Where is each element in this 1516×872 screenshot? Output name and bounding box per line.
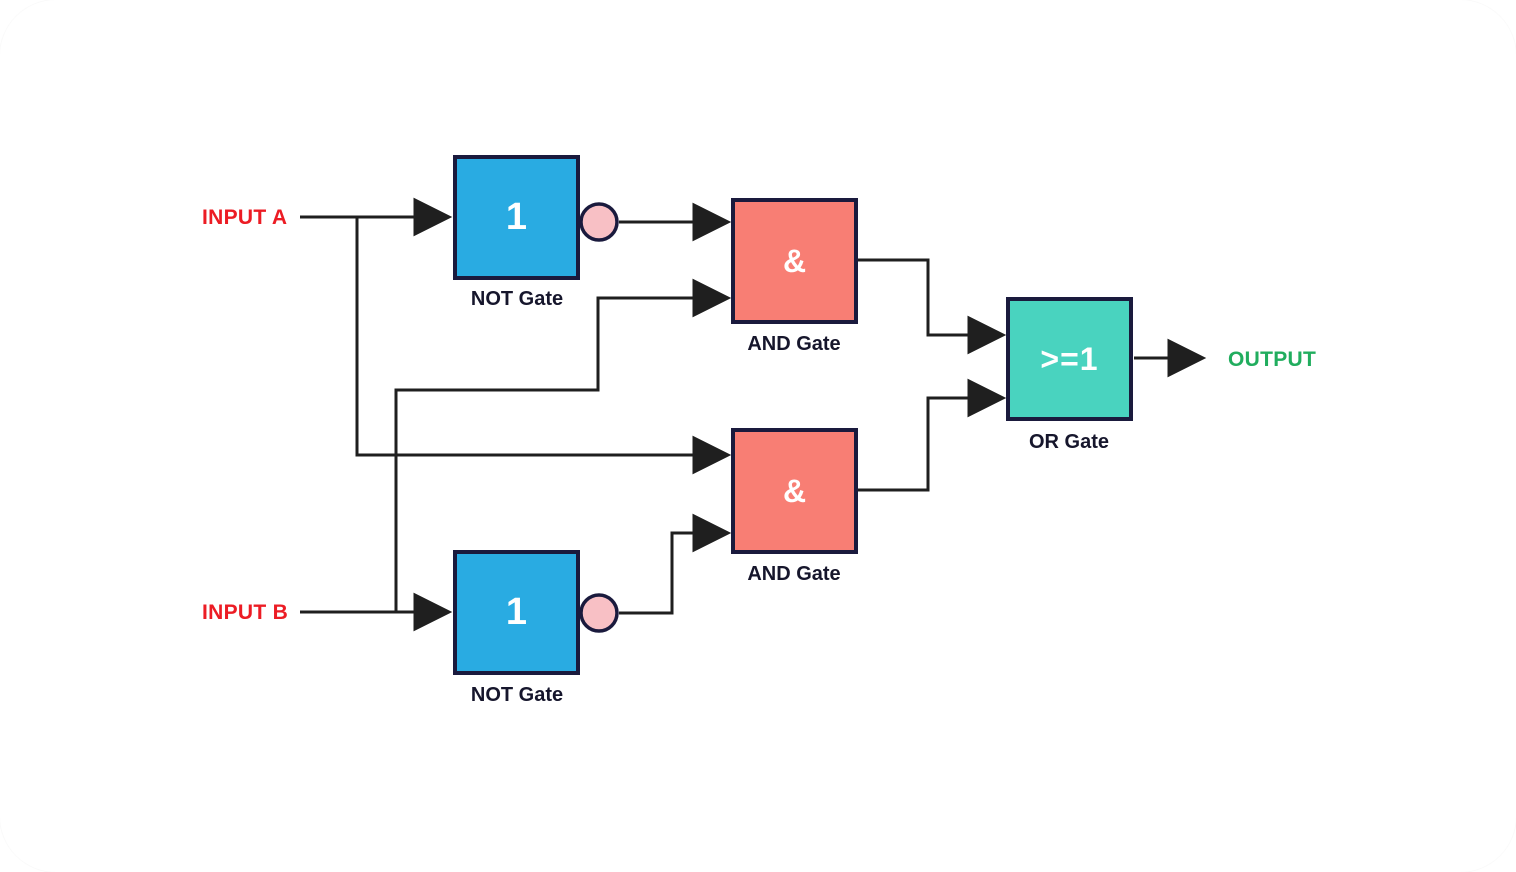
not-gate-a-symbol: 1 bbox=[505, 196, 528, 238]
input-a-label: INPUT A bbox=[202, 206, 288, 229]
not-a-inversion-bubble-icon bbox=[579, 202, 619, 242]
not-gate-b-symbol: 1 bbox=[505, 591, 528, 633]
and-gate-top-symbol: & bbox=[782, 242, 807, 279]
output-label: OUTPUT bbox=[1228, 348, 1317, 371]
not-gate-a-label: NOT Gate bbox=[470, 288, 564, 310]
wire-and-bottom-output bbox=[858, 378, 1007, 492]
and-gate-bottom-box: & bbox=[731, 428, 858, 554]
wire-input-b-branch bbox=[394, 278, 732, 611]
not-gate-a-box: 1 bbox=[453, 155, 580, 280]
wire-not-b-output bbox=[619, 513, 732, 615]
not-b-inversion-bubble-icon bbox=[579, 593, 619, 633]
or-gate-label: OR Gate bbox=[1028, 431, 1110, 453]
and-gate-bottom-symbol: & bbox=[782, 472, 807, 509]
and-gate-top-box: & bbox=[731, 198, 858, 324]
input-b-label: INPUT B bbox=[202, 601, 289, 624]
wire-and-top-output bbox=[858, 258, 1007, 355]
not-gate-b-label: NOT Gate bbox=[470, 684, 564, 706]
not-gate-b-box: 1 bbox=[453, 550, 580, 675]
and-gate-top-label: AND Gate bbox=[747, 333, 841, 355]
or-gate-box: >=1 bbox=[1006, 297, 1133, 421]
wire-input-a-branch bbox=[355, 217, 732, 475]
or-gate-symbol: >=1 bbox=[1040, 340, 1099, 377]
and-gate-bottom-label: AND Gate bbox=[747, 563, 841, 585]
